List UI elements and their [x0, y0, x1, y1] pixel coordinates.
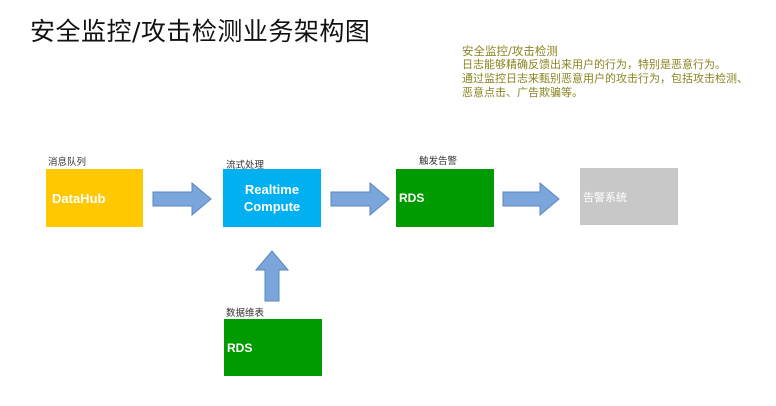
rds-dim-box: RDS — [224, 319, 322, 376]
description-note: 安全监控/攻击检测 日志能够精确反馈出来用户的行为，特别是恶意行为。 通过监控日… — [462, 44, 748, 100]
note-heading: 安全监控/攻击检测 — [462, 44, 558, 58]
arrow-right-icon — [502, 182, 560, 216]
rds-dim-caption: 数据维表 — [226, 308, 265, 319]
alert-system-box: 告警系统 — [580, 168, 678, 225]
rds-alert-caption: 触发告警 — [419, 156, 458, 167]
arrow-up-icon — [255, 250, 289, 302]
rds-alert-box: RDS — [396, 169, 494, 227]
rds-alert-label: RDS — [399, 191, 425, 205]
arrow-right-icon — [330, 182, 390, 216]
rds-dim-label: RDS — [227, 340, 253, 355]
datahub-box: DataHub — [46, 169, 143, 227]
alert-system-label: 告警系统 — [583, 191, 627, 204]
realtime-caption: 流式处理 — [226, 160, 265, 171]
note-line-2: 通过监控日志来甄别恶意用户的攻击行为，包括攻击检测、 — [462, 72, 748, 85]
page-title: 安全监控/攻击检测业务架构图 — [30, 17, 371, 46]
realtime-label-line1: Realtime — [244, 182, 300, 197]
note-line-1: 日志能够精确反馈出来用户的行为，特别是恶意行为。 — [462, 58, 726, 71]
datahub-label: DataHub — [52, 190, 106, 206]
realtime-label-line2: Compute — [243, 199, 301, 214]
datahub-caption: 消息队列 — [48, 157, 87, 168]
note-line-3: 恶意点击、广告欺骗等。 — [462, 86, 583, 99]
arrow-right-icon — [152, 182, 212, 216]
realtime-compute-box: Realtime Compute — [223, 169, 321, 227]
